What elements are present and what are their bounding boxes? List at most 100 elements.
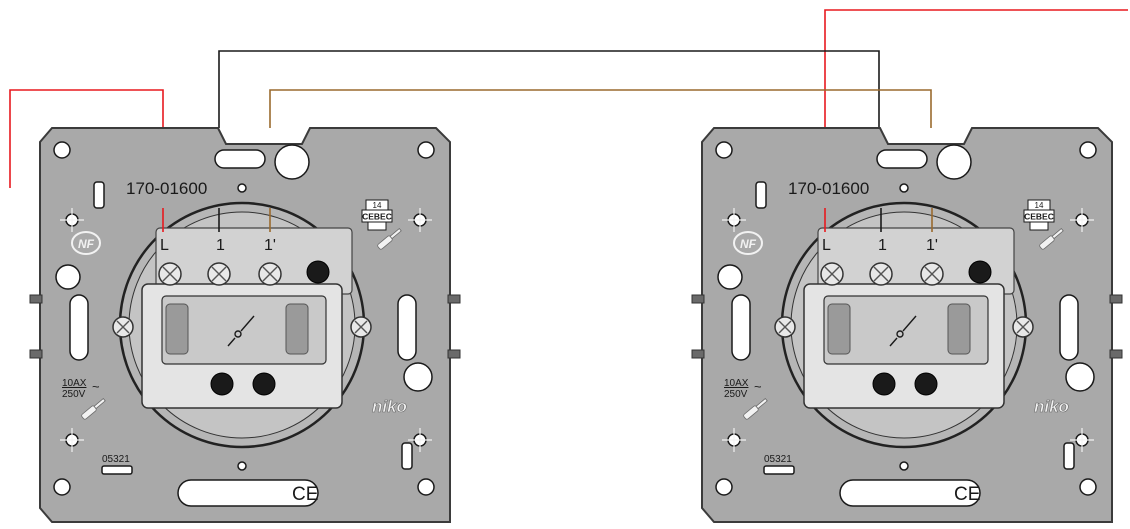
corner-hole [53, 141, 71, 159]
side-tab [691, 349, 705, 359]
rating-voltage: 250V [724, 389, 748, 400]
screw-hole [722, 208, 746, 232]
rocker-frame [823, 295, 989, 365]
cebec-number: 14 [1035, 201, 1044, 210]
wiring [9, 9, 1128, 188]
bottom-slot [177, 479, 319, 507]
terminal-label-L: L [822, 237, 831, 254]
switch-left: 170-01600 NF 14 CEBEC 10AX 250V ~ 05321 … [29, 127, 461, 523]
release-hole [872, 372, 896, 396]
rating-current: 10AX [724, 378, 749, 389]
terminal-screw-L [158, 262, 182, 286]
side-slot [397, 294, 417, 361]
terminal-screw-1 [869, 262, 893, 286]
release-hole [914, 372, 938, 396]
terminal-label-1-prime: 1' [926, 237, 938, 254]
nf-mark-label: NF [78, 237, 95, 251]
live-wire-right [824, 9, 1128, 128]
screw-hole [722, 428, 746, 452]
code-label: 05321 [764, 454, 792, 465]
corner-hole [417, 141, 435, 159]
rating-ac: ~ [754, 379, 762, 394]
corner-hole [715, 141, 733, 159]
two-way-switch-symbol [227, 315, 255, 347]
brand-logo: niko [1034, 397, 1069, 416]
side-slot [731, 294, 751, 361]
release-hole [210, 372, 234, 396]
side-tab [29, 294, 43, 304]
rocker-pad [165, 303, 189, 355]
terminal-label-1: 1 [878, 237, 887, 254]
screw-hole [60, 208, 84, 232]
cebec-label: CEBEC [1024, 212, 1054, 222]
top-slot [214, 149, 266, 169]
rating-ac: ~ [92, 379, 100, 394]
small-slot [401, 442, 413, 470]
rocker-pad [827, 303, 851, 355]
side-hole [403, 362, 433, 392]
nf-mark: NF [733, 231, 763, 255]
fixing-screw [112, 316, 134, 338]
screw-hole [408, 208, 432, 232]
terminal-label-1: 1 [216, 237, 225, 254]
rating-current: 10AX [62, 378, 87, 389]
model-number: 170-01600 [126, 179, 207, 198]
code-label: 05321 [102, 454, 130, 465]
bottom-dot [899, 461, 909, 471]
screwdriver-icon [743, 398, 768, 420]
corner-hole [53, 478, 71, 496]
fixing-screw [1012, 316, 1034, 338]
fixing-screw [350, 316, 372, 338]
side-tab [29, 349, 43, 359]
model-number: 170-01600 [788, 179, 869, 198]
cebec-badge: 14 CEBEC [361, 199, 393, 231]
screw-hole [1070, 208, 1094, 232]
bottom-dot [237, 461, 247, 471]
ce-mark: CE [954, 484, 980, 505]
screw-hole [1070, 428, 1094, 452]
side-slot [69, 294, 89, 361]
cebec-badge: 14 CEBEC [1023, 199, 1055, 231]
rocker-pad [947, 303, 971, 355]
side-tab [1109, 349, 1123, 359]
terminal-hole [968, 260, 992, 284]
small-slot [1063, 442, 1075, 470]
terminal-screw-1 [207, 262, 231, 286]
screwdriver-icon [81, 398, 106, 420]
screw-hole [60, 428, 84, 452]
top-keyhole [274, 144, 310, 180]
nf-mark: NF [71, 231, 101, 255]
live-wire-left [9, 89, 164, 188]
terminal-hole [306, 260, 330, 284]
side-hole [55, 264, 81, 290]
bottom-slot [839, 479, 981, 507]
side-slot [1059, 294, 1079, 361]
screwdriver-icon [377, 228, 402, 250]
corner-hole [1079, 141, 1097, 159]
release-hole [252, 372, 276, 396]
rocker-pad [285, 303, 309, 355]
terminal-screw-1-prime [920, 262, 944, 286]
code-slot [763, 465, 795, 475]
cebec-number: 14 [373, 201, 382, 210]
switch-right: 170-01600 NF 14 CEBEC 10AX 250V ~ 05321 … [691, 127, 1123, 523]
side-hole [1065, 362, 1095, 392]
corner-hole [417, 478, 435, 496]
screw-hole [408, 428, 432, 452]
brand-logo: niko [372, 397, 407, 416]
nf-mark-label: NF [740, 237, 757, 251]
small-slot [755, 181, 767, 209]
terminal-label-L: L [160, 237, 169, 254]
side-hole [717, 264, 743, 290]
traveler-wire-link [269, 89, 932, 128]
side-tab [447, 294, 461, 304]
rocker-frame [161, 295, 327, 365]
terminal-screw-1-prime [258, 262, 282, 286]
code-slot [101, 465, 133, 475]
cebec-label: CEBEC [362, 212, 392, 222]
top-dot [237, 183, 247, 193]
top-keyhole [936, 144, 972, 180]
corner-hole [1079, 478, 1097, 496]
side-tab [1109, 294, 1123, 304]
